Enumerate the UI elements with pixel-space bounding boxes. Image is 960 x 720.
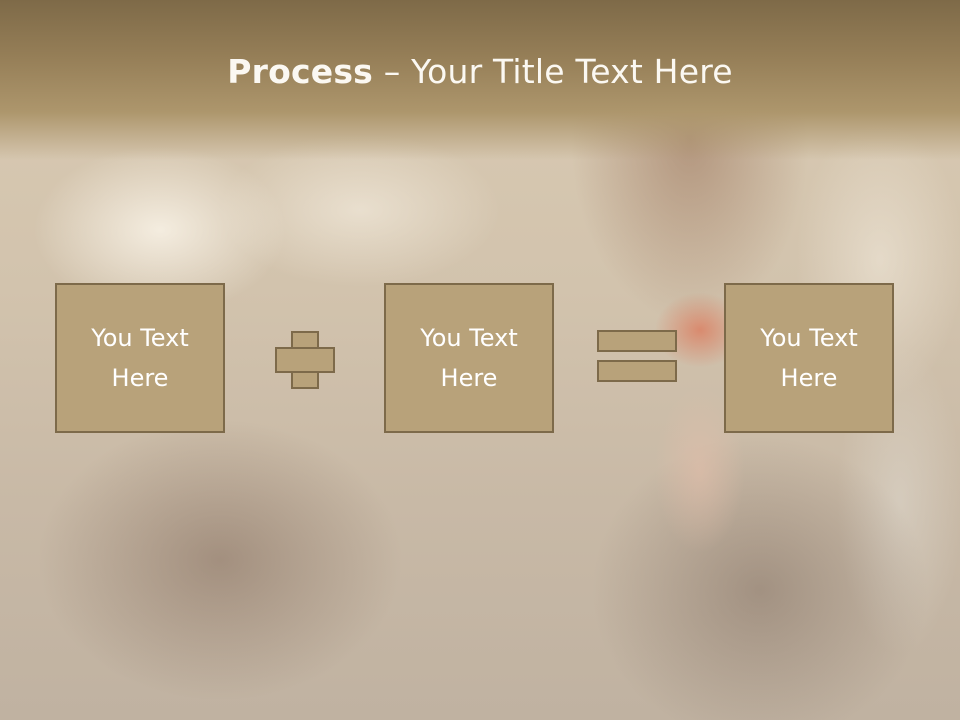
process-box-2: You Text Here bbox=[384, 283, 554, 433]
process-box-3-text: You Text Here bbox=[734, 318, 884, 398]
process-box-2-text: You Text Here bbox=[394, 318, 544, 398]
process-box-3: You Text Here bbox=[724, 283, 894, 433]
box-3-line-1: You Text bbox=[760, 324, 858, 352]
process-box-1-text: You Text Here bbox=[65, 318, 215, 398]
plus-center bbox=[293, 349, 317, 371]
slide-title: Process – Your Title Text Here bbox=[0, 52, 960, 91]
title-band bbox=[0, 0, 960, 160]
process-box-1: You Text Here bbox=[55, 283, 225, 433]
box-2-line-1: You Text bbox=[420, 324, 518, 352]
title-rest: – Your Title Text Here bbox=[373, 52, 733, 91]
box-1-line-1: You Text bbox=[91, 324, 189, 352]
box-1-line-2: Here bbox=[111, 364, 169, 392]
title-bold: Process bbox=[227, 52, 374, 91]
box-3-line-2: Here bbox=[780, 364, 838, 392]
box-2-line-2: Here bbox=[440, 364, 498, 392]
equals-bottom-bar bbox=[597, 360, 677, 382]
equals-top-bar bbox=[597, 330, 677, 352]
